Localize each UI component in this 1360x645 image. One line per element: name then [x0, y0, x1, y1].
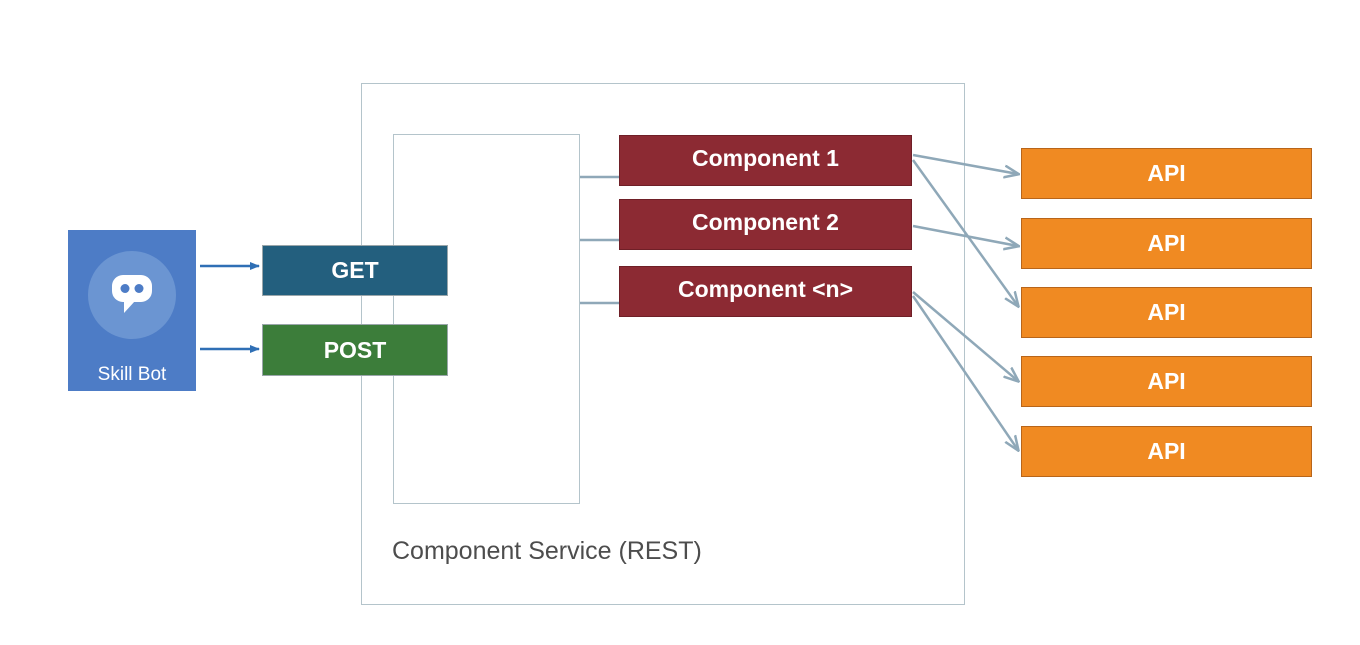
api-box-5[interactable]: API [1021, 426, 1312, 477]
bot-chat-icon [112, 275, 152, 313]
api-box-4[interactable]: API [1021, 356, 1312, 407]
api-box-2[interactable]: API [1021, 218, 1312, 269]
component-n-to-api-4-arrow [912, 291, 1018, 381]
component-2-box[interactable]: Component 2 [619, 199, 912, 250]
api-box-3[interactable]: API [1021, 287, 1312, 338]
router-box [393, 134, 580, 504]
component-1-to-api-3-arrow [911, 159, 1018, 306]
component-1-to-api-1-arrow [912, 153, 1018, 174]
component-n-box[interactable]: Component <n> [619, 266, 912, 317]
component-service-label: Component Service (REST) [392, 537, 702, 565]
skill-bot-tile[interactable]: Skill Bot [68, 230, 196, 391]
component-2-to-api-2-arrow [912, 224, 1018, 246]
get-method-box[interactable]: GET [262, 245, 448, 296]
component-n-to-api-5-arrow [911, 295, 1018, 450]
skill-bot-icon-circle [88, 251, 176, 339]
api-box-1[interactable]: API [1021, 148, 1312, 199]
post-method-box[interactable]: POST [262, 324, 448, 376]
skill-bot-label: Skill Bot [97, 364, 167, 385]
component-1-box[interactable]: Component 1 [619, 135, 912, 186]
